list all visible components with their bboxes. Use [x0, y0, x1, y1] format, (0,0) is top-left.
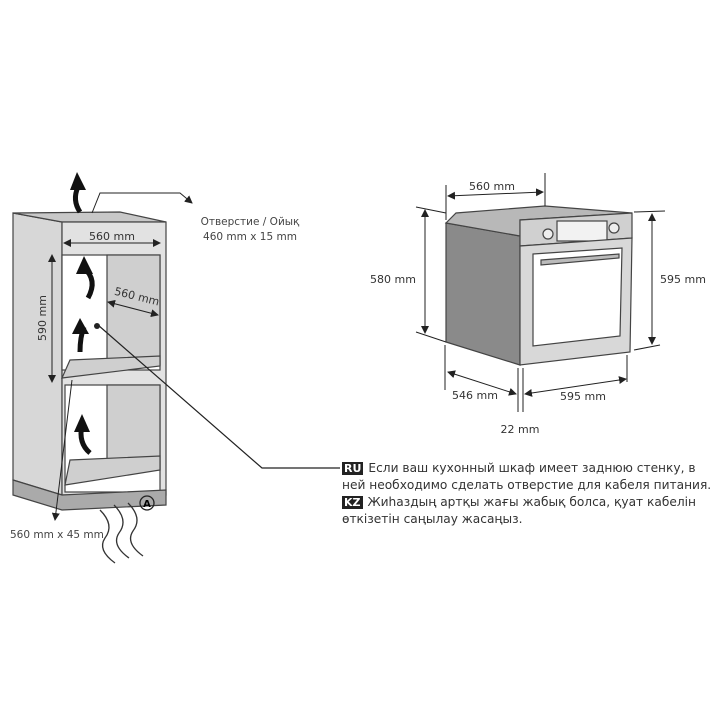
cabinet-width-label: 560 mm: [89, 230, 135, 243]
oven-height-body-label: 580 mm: [370, 273, 416, 286]
oven-depth-top-label: 560 mm: [469, 180, 515, 193]
heat-waves-icon: [99, 502, 144, 564]
marker-a: A: [143, 499, 151, 510]
note-ru-text: Если ваш кухонный шкаф имеет заднюю стен…: [342, 461, 712, 492]
cable-leader-line: [97, 324, 340, 469]
opening-label: Отверстие / Ойық: [201, 216, 300, 228]
opening-size: 460 mm x 15 mm: [203, 231, 297, 243]
bottom-vent-label: 560 mm x 45 mm: [10, 529, 104, 541]
kitchen-cabinet: [12, 211, 167, 511]
opening-pointer: [91, 192, 193, 214]
front-thickness-label: 22 mm: [501, 423, 540, 436]
ru-language-tag: RU: [342, 462, 364, 475]
oven: [444, 205, 633, 366]
oven-depth-side-label: 546 mm: [452, 389, 498, 402]
oven-height-front-label: 595 mm: [660, 273, 706, 286]
cabinet-height-label: 590 mm: [36, 295, 49, 341]
kz-language-tag: KZ: [342, 496, 363, 509]
note-kz-text: Жиһаздың артқы жағы жабық болса, қуат ка…: [342, 495, 697, 526]
airflow-arrowheads-icon: [70, 172, 93, 432]
oven-width-label: 595 mm: [560, 390, 606, 403]
